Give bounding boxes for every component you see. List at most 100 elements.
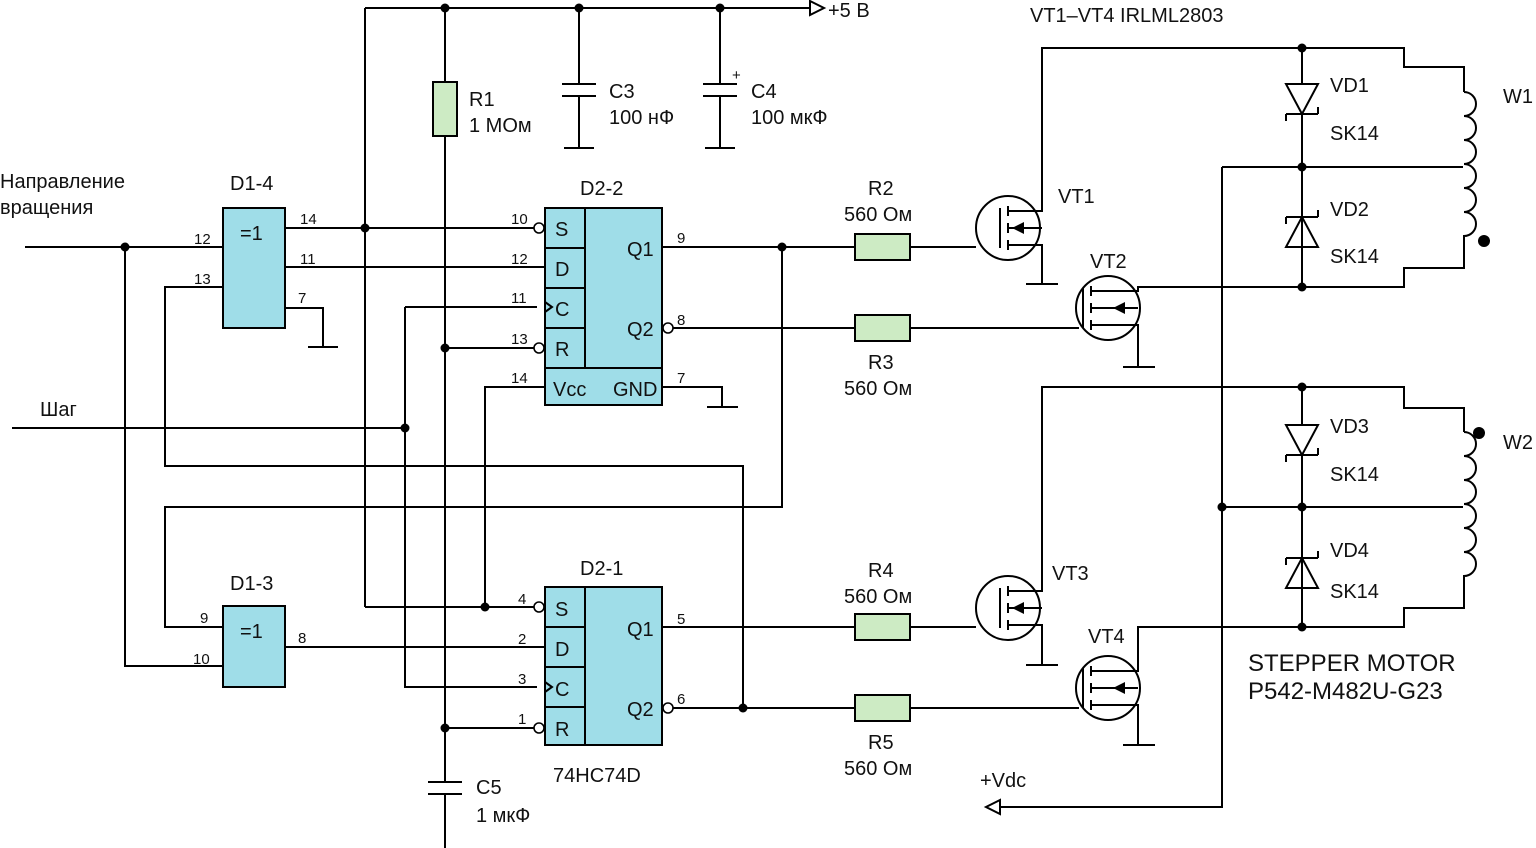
d1-4-name: D1-4: [230, 173, 273, 195]
d2-1-q1: Q1: [627, 619, 654, 641]
c5-capacitor: [428, 770, 462, 848]
input-wiring: [12, 242, 783, 708]
d2-1-pin-3: 3: [518, 671, 526, 688]
r2-name: R2: [868, 178, 894, 200]
transistors-title: VT1–VT4 IRLML2803: [1030, 5, 1223, 27]
diode-bridge-w2: [1222, 382, 1465, 632]
r4-name: R4: [868, 560, 894, 582]
r4-value: 560 Ом: [844, 586, 912, 608]
vt1-mosfet: [975, 47, 1302, 285]
r3-value: 560 Ом: [844, 378, 912, 400]
vt4-mosfet: [1075, 626, 1302, 746]
c4-name: C4: [751, 81, 777, 103]
c3-value: 100 нФ: [609, 107, 674, 129]
w2-label: W2: [1503, 432, 1533, 454]
d2-2-vcc: Vcc: [553, 379, 586, 401]
vt4-label: VT4: [1088, 626, 1125, 648]
r5-value: 560 Ом: [844, 758, 912, 780]
step-label: Шаг: [40, 399, 77, 421]
c4-polarity: +: [732, 67, 741, 84]
r3-name: R3: [868, 352, 894, 374]
d2-2-pin-14: 14: [511, 370, 528, 387]
vdc-rail: [983, 167, 1227, 816]
d2-2-pin-8: 8: [677, 312, 685, 329]
vd1-part: SK14: [1330, 123, 1379, 145]
d2-1-q2: Q2: [627, 699, 654, 721]
d2-2-q1: Q1: [627, 239, 654, 261]
d2-2-pin-11: 11: [511, 290, 527, 307]
motor-title-line2: P542-M482U-G23: [1248, 678, 1443, 705]
vdc-label: +Vdc: [980, 770, 1026, 792]
d2-1-part: 74HC74D: [553, 765, 641, 787]
d2-2-d: D: [555, 259, 569, 281]
w1-label: W1: [1503, 86, 1533, 108]
vd2-part: SK14: [1330, 246, 1379, 268]
c3-name: C3: [609, 81, 635, 103]
gate-resistor-wiring: [662, 233, 1079, 722]
d2-1-pin-2: 2: [518, 631, 526, 648]
d2-2-pin-13: 13: [511, 331, 528, 348]
d1-3-gate: [222, 605, 545, 688]
d2-1-s: S: [555, 599, 568, 621]
d2-1-flipflop: [445, 586, 674, 746]
r1-resistor: [432, 8, 458, 770]
d2-2-c: C: [555, 299, 569, 321]
vd3-name: VD3: [1330, 416, 1369, 438]
power-rail: [360, 0, 827, 608]
d1-3-func: =1: [240, 621, 263, 643]
d2-2-gnd: GND: [613, 379, 657, 401]
vt3-label: VT3: [1052, 563, 1089, 585]
vd4-name: VD4: [1330, 540, 1369, 562]
vd1-name: VD1: [1330, 75, 1369, 97]
c4-capacitor: [703, 8, 737, 149]
r1-name: R1: [469, 89, 495, 111]
diode-bridge-w1: [1222, 43, 1465, 292]
d2-2-pin-12: 12: [511, 251, 528, 268]
d1-4-func: =1: [240, 223, 263, 245]
d2-1-pin-4: 4: [518, 591, 526, 608]
d2-2-pin-7: 7: [677, 370, 685, 387]
d2-2-r: R: [555, 339, 569, 361]
d2-2-flipflop: [365, 207, 738, 612]
d2-2-pin-9: 9: [677, 230, 685, 247]
d2-2-name: D2-2: [580, 178, 623, 200]
d1-4-gate: [222, 207, 545, 348]
motor-title-line1: STEPPER MOTOR: [1248, 650, 1456, 677]
d1-3-pin-10: 10: [193, 651, 210, 668]
d2-1-r: R: [555, 719, 569, 741]
d2-2-pin-10: 10: [511, 211, 528, 228]
c3-capacitor: [562, 8, 596, 149]
vt2-mosfet: [1075, 275, 1302, 368]
vt2-label: VT2: [1090, 251, 1127, 273]
motor-coil-w1: [1463, 91, 1490, 247]
d2-2-s: S: [555, 219, 568, 241]
direction-label-line1: Направление: [0, 171, 125, 193]
d1-3-pin-8: 8: [298, 630, 306, 647]
d2-2-q2: Q2: [627, 319, 654, 341]
r2-value: 560 Ом: [844, 204, 912, 226]
r1-value: 1 МОм: [469, 115, 532, 137]
vd2-name: VD2: [1330, 199, 1369, 221]
motor-coil-w2: [1463, 427, 1485, 585]
d1-4-pin-14: 14: [300, 211, 317, 228]
d1-3-pin-9: 9: [200, 610, 208, 627]
vd4-part: SK14: [1330, 581, 1379, 603]
d1-4-pin-7: 7: [298, 290, 306, 307]
plus5-label: +5 В: [828, 0, 870, 22]
vt3-mosfet: [975, 386, 1302, 666]
d2-1-pin-5: 5: [677, 611, 685, 628]
d1-4-pin-12: 12: [194, 231, 211, 248]
vt1-label: VT1: [1058, 186, 1095, 208]
d1-4-pin-13: 13: [194, 271, 211, 288]
d2-1-d: D: [555, 639, 569, 661]
c5-value: 1 мкФ: [476, 805, 530, 827]
r5-name: R5: [868, 732, 894, 754]
d2-1-pin-6: 6: [677, 691, 685, 708]
d2-1-c: C: [555, 679, 569, 701]
d1-3-name: D1-3: [230, 573, 273, 595]
direction-label-line2: вращения: [0, 197, 93, 219]
d1-4-pin-11: 11: [300, 251, 316, 268]
d2-1-pin-1: 1: [518, 711, 526, 728]
d2-1-name: D2-1: [580, 558, 623, 580]
